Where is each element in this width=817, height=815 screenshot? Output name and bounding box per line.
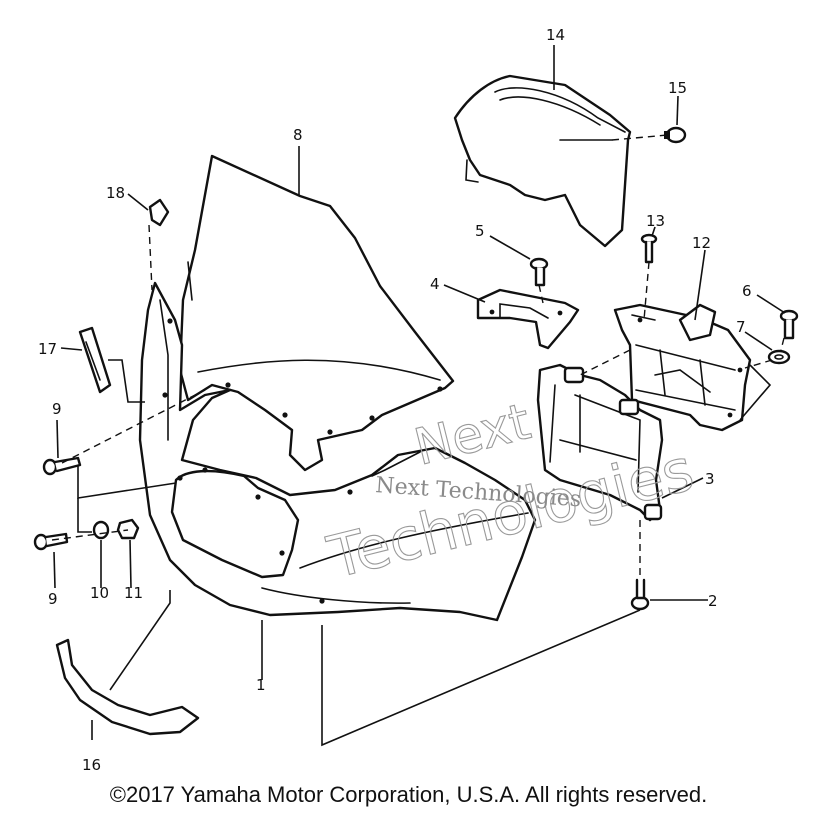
callout-4: 4: [430, 275, 440, 293]
callout-12: 12: [692, 234, 711, 252]
callout-2: 2: [708, 592, 718, 610]
part-nut: [116, 518, 140, 540]
part-bolt-5: [529, 257, 549, 287]
callout-1: 1: [256, 676, 266, 694]
callout-8: 8: [293, 126, 303, 144]
callout-6: 6: [742, 282, 752, 300]
part-molding: [55, 638, 200, 736]
callout-5: 5: [475, 222, 485, 240]
part-reflector: [148, 198, 170, 227]
part-fairing: [138, 281, 537, 622]
callout-11: 11: [124, 584, 143, 602]
callout-9-lower: 9: [48, 590, 58, 608]
part-bolt-6: [779, 309, 799, 340]
watermark-line1: Next: [409, 392, 536, 476]
callout-17: 17: [38, 340, 57, 358]
callout-15: 15: [668, 79, 687, 97]
callout-14: 14: [546, 26, 565, 44]
callout-16: 16: [82, 756, 101, 774]
part-stay-frame: [536, 363, 664, 522]
callout-13: 13: [646, 212, 665, 230]
part-meter-stay: [613, 303, 752, 432]
part-collar: [92, 520, 110, 540]
leader-lines: [51, 45, 786, 747]
part-bolt-2: [630, 578, 650, 611]
parts-diagram: 1 2 3 4 5 6 7 8 9 9 10 11 12 13 14 15 16…: [33, 26, 799, 774]
part-screw-9-lower: [33, 532, 69, 551]
part-grommet: [664, 126, 687, 144]
part-meter-cover: [453, 74, 632, 248]
callout-7: 7: [736, 318, 746, 336]
part-bracket: [476, 288, 580, 350]
callout-10: 10: [90, 584, 109, 602]
part-seal: [78, 326, 112, 394]
part-bolt-13: [640, 233, 658, 264]
part-washer-7: [767, 349, 791, 365]
callout-9-upper: 9: [52, 400, 62, 418]
callout-18: 18: [106, 184, 125, 202]
part-windscreen: [178, 154, 455, 472]
part-screw-9-upper: [42, 456, 82, 476]
callout-3: 3: [705, 470, 715, 488]
copyright-notice: ©2017 Yamaha Motor Corporation, U.S.A. A…: [109, 782, 708, 807]
callout-numbers: 1 2 3 4 5 6 7 8 9 9 10 11 12 13 14 15 16…: [38, 26, 752, 774]
